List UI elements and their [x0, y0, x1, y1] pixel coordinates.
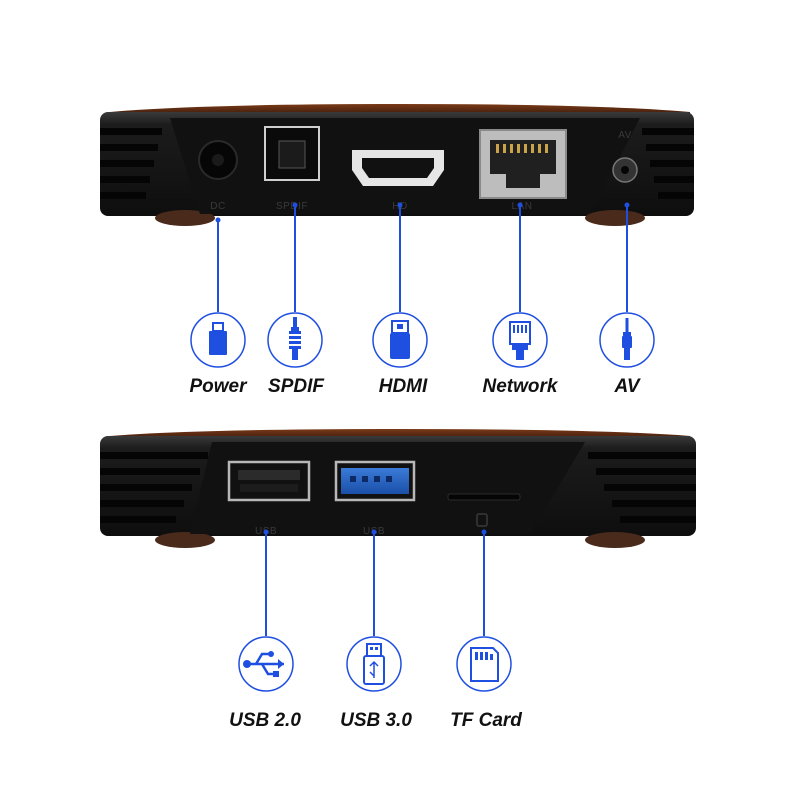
right-vent-grille [588, 452, 696, 523]
network-icon-badge [492, 312, 548, 368]
side-panel-device: USB USB [100, 429, 696, 548]
device-foot [585, 210, 645, 226]
rear-callout-lines [217, 205, 628, 312]
spdif-icon-badge [267, 312, 323, 368]
sd-card-icon [470, 647, 499, 682]
tf-card-slot [447, 493, 521, 527]
av-port [612, 157, 638, 183]
caption-network: Network [482, 376, 558, 397]
side-callout-lines [265, 532, 485, 636]
caption-usb2: USB 2.0 [229, 710, 301, 731]
av-jack-plug-icon [622, 318, 632, 360]
hdmi-plug-icon [390, 320, 410, 359]
callout-dots [263, 529, 487, 535]
caption-hdmi: HDMI [378, 376, 428, 397]
usb-symbol-icon [243, 651, 284, 677]
rear-panel-device: DC SPDIF HD LAN AV [100, 104, 694, 226]
caption-tf-card: TF Card [450, 710, 522, 731]
caption-av: AV [614, 376, 640, 397]
spdif-port [264, 126, 320, 181]
left-vent-grille [100, 452, 208, 523]
hdmi-icon-badge [372, 312, 428, 368]
usb2-icon-badge [238, 636, 294, 692]
device-foot [585, 532, 645, 548]
usb3-port [334, 460, 416, 502]
caption-spdif: SPDIF [268, 376, 324, 397]
port-marking-dc: DC [210, 201, 225, 212]
tf-card-icon-badge [456, 636, 512, 692]
left-vent-grille [100, 128, 162, 199]
caption-power: Power [189, 376, 247, 397]
usb3-icon-badge [346, 636, 402, 692]
usb2-port [227, 460, 311, 502]
power-icon-badge [190, 312, 246, 368]
av-icon-badge [599, 312, 655, 368]
rj45-plug-icon [509, 321, 531, 360]
hdmi-port [352, 150, 444, 186]
port-marking-spdif: SPDIF [276, 201, 308, 212]
optical-plug-icon [289, 317, 301, 360]
port-marking-av: AV [618, 130, 632, 141]
usb-stick-icon [363, 643, 385, 685]
lan-port [479, 129, 567, 199]
right-vent-grille [642, 128, 694, 199]
callout-dots [215, 202, 630, 223]
dc-port [198, 140, 238, 180]
caption-usb3: USB 3.0 [340, 710, 412, 731]
device-foot [155, 532, 215, 548]
dc-power-plug-icon [209, 322, 227, 355]
